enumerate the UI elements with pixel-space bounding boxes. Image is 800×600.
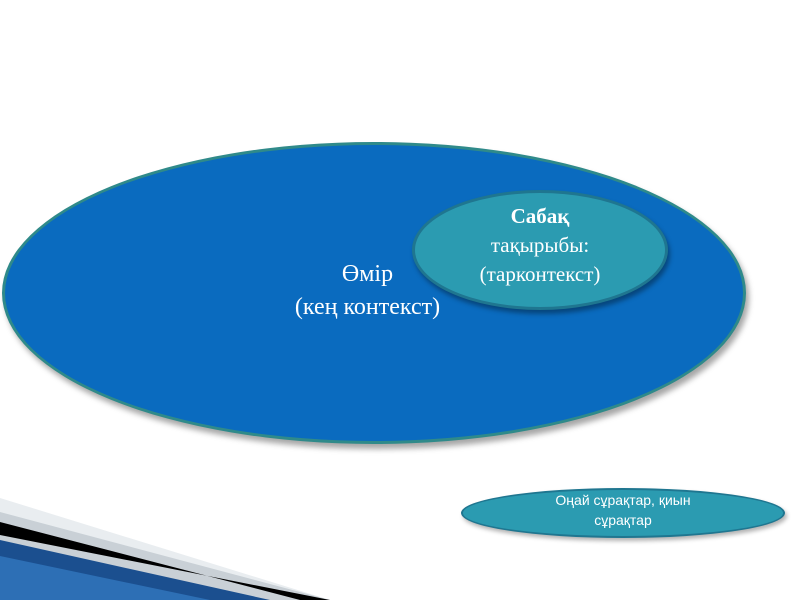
life-context-label: Өмір (кең контекст) bbox=[250, 258, 485, 324]
lesson-label-line3: (тарконтекст) bbox=[479, 262, 601, 286]
questions-pill-label[interactable]: Оңай сұрақтар, қиын сұрақтар bbox=[461, 490, 785, 530]
lesson-topic-label: Сабақ тақырыбы: (тарконтекст) bbox=[412, 202, 668, 289]
lesson-topic-ellipse bbox=[412, 190, 668, 310]
life-label-line2: (кең контекст) bbox=[294, 294, 441, 320]
lesson-label-line2: тақырыбы: bbox=[490, 233, 590, 257]
pill-label-line2: сұрақтар bbox=[594, 512, 652, 528]
questions-pill-button[interactable] bbox=[461, 488, 785, 538]
stripe-blue bbox=[0, 556, 210, 600]
life-label-line1: Өмір bbox=[341, 261, 394, 287]
pill-label-line1: Оңай сұрақтар, қиын bbox=[555, 492, 691, 508]
lesson-label-line1: Сабақ bbox=[510, 204, 570, 228]
